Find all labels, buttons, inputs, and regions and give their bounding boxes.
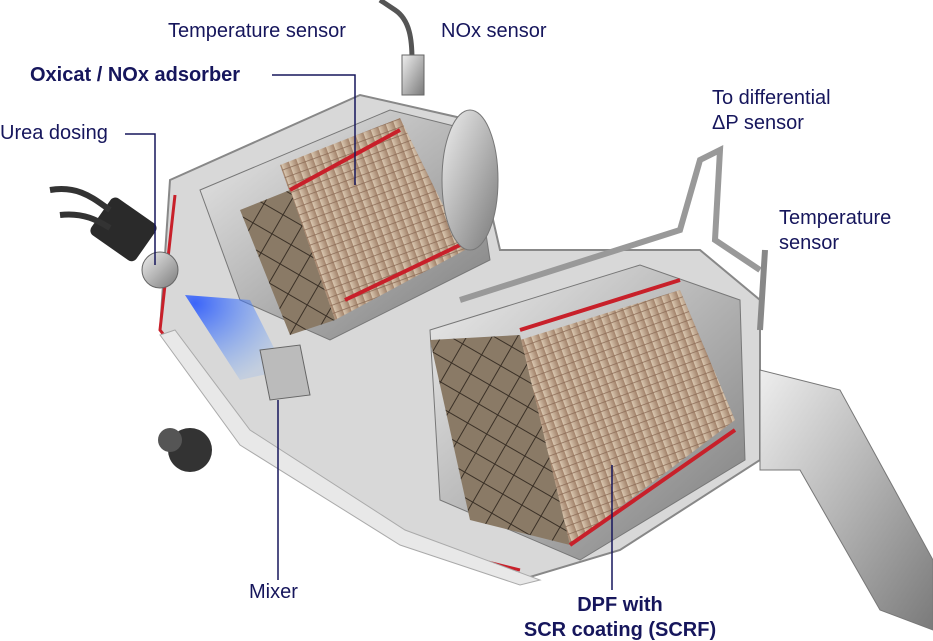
label-line: To differential — [712, 87, 831, 109]
label-oxicat: Oxicat / NOx adsorber — [30, 64, 241, 86]
outlet-pipe — [759, 369, 933, 631]
mixer — [259, 344, 311, 401]
nox-sensor-wire — [378, 0, 415, 61]
label-differential-dp-sensor: To differential ΔP sensor — [712, 86, 831, 136]
label-line: Temperature — [779, 207, 892, 229]
label-line: sensor — [779, 232, 840, 254]
leader-lines — [125, 74, 613, 590]
label-temperature-sensor-top: Temperature sensor — [168, 20, 346, 42]
label-urea-dosing: Urea dosing — [0, 122, 108, 144]
label-mixer: Mixer — [249, 581, 298, 603]
label-line: DPF with — [577, 594, 663, 616]
oxicat-outlet-flange — [441, 109, 499, 251]
urea-doser — [90, 197, 157, 262]
nox-sensor — [401, 54, 425, 96]
dp-tube — [459, 145, 762, 303]
urea-spray — [185, 295, 285, 380]
label-temperature-sensor-right: Temperature sensor — [779, 206, 891, 256]
label-line: SCR coating (SCRF) — [523, 619, 717, 641]
oxicat-face — [240, 190, 335, 335]
label-line: ΔP sensor — [712, 112, 804, 134]
label-dpf-scrf: DPF with SCR coating (SCRF) — [510, 593, 730, 641]
dpf-face — [430, 335, 570, 545]
dpf-substrate — [520, 290, 735, 545]
temp-sensor-right — [757, 249, 768, 331]
label-nox-sensor: NOx sensor — [441, 20, 547, 42]
